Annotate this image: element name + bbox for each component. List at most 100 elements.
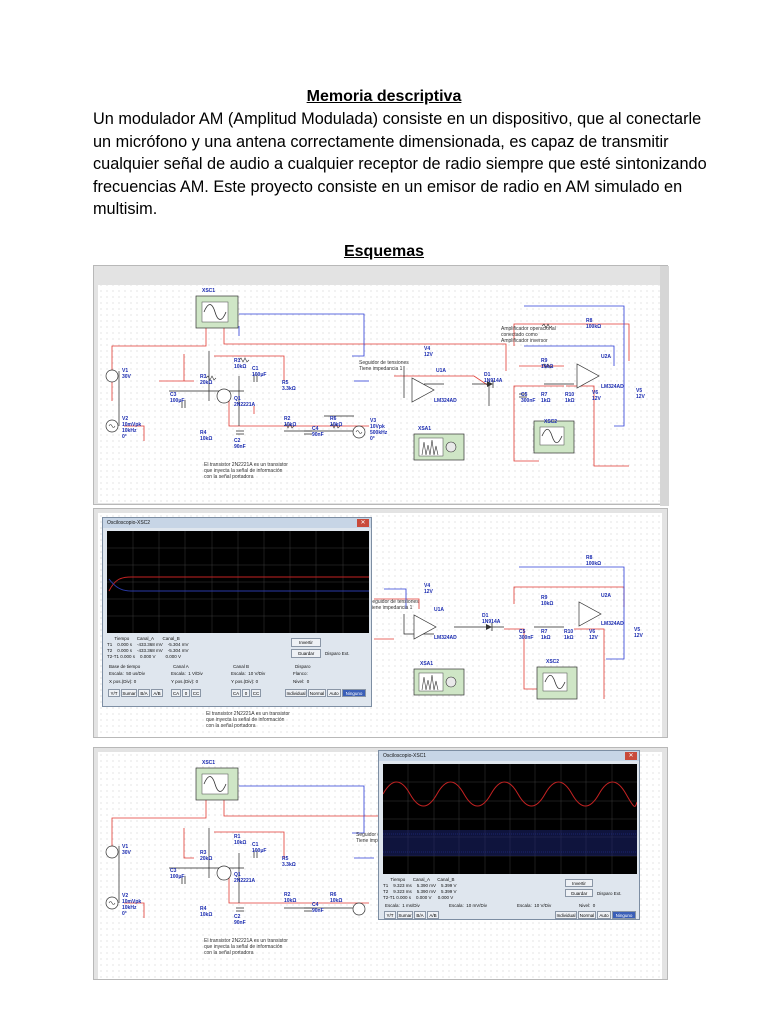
trig-individual-button-xsc1[interactable]: Individual: [555, 911, 577, 919]
invertir-button[interactable]: Invertir: [291, 638, 321, 647]
label-c4-3: C4 90nF: [312, 902, 324, 914]
label-r2-3: R2 10kΩ: [284, 892, 297, 904]
canal-b-0-button[interactable]: 0: [242, 689, 250, 697]
readout-t2-xsc1: T2 9.323 ms 5.390 mV 5.399 V: [383, 889, 457, 894]
canal-a-0-button[interactable]: 0: [182, 689, 190, 697]
invertir-button-xsc1[interactable]: Invertir: [565, 879, 593, 887]
label-r9-2: R9 10kΩ: [541, 595, 554, 607]
canal-b-cc-button[interactable]: CC: [251, 689, 261, 697]
label-r3-3: R3 20kΩ: [200, 850, 213, 862]
escala-tiempo[interactable]: Escala: 50 us/Div: [109, 671, 146, 676]
label-r5: R5 3.3kΩ: [282, 380, 296, 392]
mode-ab-button[interactable]: A/B: [151, 689, 163, 697]
trig-normal-button-xsc1[interactable]: Normal: [578, 911, 596, 919]
mode-sumar-button-xsc1[interactable]: Sumar: [397, 911, 413, 919]
label-u2a-2: U2A: [601, 593, 612, 599]
label-d1-2: D1 1N914A: [482, 613, 501, 625]
trig-auto-button[interactable]: Auto: [327, 689, 341, 697]
label-lm324-3: LM324AD: [434, 635, 457, 641]
label-c1: C1 100μF: [252, 366, 267, 378]
mode-ab-button-xsc1[interactable]: A/B: [427, 911, 439, 919]
mode-yt-button[interactable]: Y/T: [108, 689, 120, 697]
readout-t1-xsc1: T1 9.323 ms 5.390 mV 5.399 V: [383, 883, 457, 888]
guardar-button[interactable]: Guardar: [291, 649, 321, 658]
schematic-screenshot-3: XSC1 V1 30V V2 10mVpk 10kHz 0° R1 10kΩ R…: [93, 747, 668, 980]
label-r1: R1 10kΩ: [234, 358, 247, 370]
label-xsc2-2: XSC2: [546, 659, 560, 665]
mode-ba-button-xsc1[interactable]: B/A: [414, 911, 426, 919]
label-xsc1: XSC1: [202, 288, 216, 294]
mode-ba-button[interactable]: B/A: [138, 689, 150, 697]
label-r6: R6 10kΩ: [330, 416, 343, 428]
label-lm324-1: LM324AD: [434, 398, 457, 404]
oscilloscope-screen: [107, 531, 369, 633]
escala-b-xsc1[interactable]: Escala: 10 V/Div: [517, 903, 552, 908]
note-seguidor: Seguidor de tensiones Tiene impedancia 1: [359, 360, 409, 372]
trig-normal-button[interactable]: Normal: [308, 689, 326, 697]
escala-a-xsc1[interactable]: Escala: 10 mV/Div: [449, 903, 488, 908]
label-v1-3: V1 30V: [122, 844, 131, 856]
nivel[interactable]: Nivel: 0: [293, 679, 310, 684]
trig-ninguno-button-xsc1[interactable]: Ninguno: [612, 911, 636, 919]
description-paragraph: Un modulador AM (Amplitud Modulada) cons…: [93, 110, 707, 219]
label-r6-3: R6 10kΩ: [330, 892, 343, 904]
oscilloscope-traces: [107, 531, 369, 633]
readout-t2: T2 0.000 s -433.368 mV -5.304 mV: [107, 648, 189, 653]
x-pos[interactable]: X pos.(Div): 0: [109, 679, 137, 684]
y-pos-b[interactable]: Y pos.(Div): 0: [231, 679, 259, 684]
label-v6: V6 12V: [592, 390, 601, 402]
label-u1a-2: U1A: [434, 607, 445, 613]
label-r4: R4 10kΩ: [200, 430, 213, 442]
label-c5: C5 300nF: [521, 392, 536, 404]
label-u2a: U2A: [601, 354, 612, 360]
label-q1: Q1 2N2221A: [234, 396, 256, 408]
canal-b-ca-button[interactable]: CA: [231, 689, 241, 697]
close-icon[interactable]: ✕: [625, 752, 637, 760]
oscilloscope-traces-xsc1: [383, 764, 637, 874]
escala-canal-b[interactable]: Escala: 10 V/Div: [231, 671, 266, 676]
guardar-button-xsc1[interactable]: Guardar: [565, 889, 593, 897]
document-title: Memoria descriptiva: [306, 88, 462, 105]
label-r8: R8 100kΩ: [586, 318, 602, 330]
label-xsc1-3: XSC1: [202, 760, 216, 766]
mode-sumar-button[interactable]: Sumar: [121, 689, 137, 697]
nivel-xsc1[interactable]: Nivel: 0: [579, 903, 596, 908]
mode-yt-button-xsc1[interactable]: Y/T: [384, 911, 396, 919]
label-r10-2: R10 1kΩ: [564, 629, 574, 641]
label-c4: C4 90nF: [312, 426, 324, 438]
trig-ninguno-button[interactable]: Ninguno: [342, 689, 366, 697]
label-d1: D1 1N914A: [484, 372, 503, 384]
close-icon[interactable]: ✕: [357, 519, 369, 527]
section-heading: Esquemas: [343, 243, 425, 260]
label-xsc2: XSC2: [544, 419, 558, 425]
label-lm324-4: LM324AD: [601, 621, 624, 627]
note-transistor: El transistor 2N2221A es un transistor q…: [204, 462, 288, 480]
escala-canal-a[interactable]: Escala: 1 V/Div: [171, 671, 203, 676]
label-c5-2: C5 300nF: [519, 629, 534, 641]
base-tiempo-xsc1[interactable]: Escala: 1 ms/Div: [385, 903, 420, 908]
canal-a-label: Canal A: [173, 664, 189, 669]
y-pos-a[interactable]: Y pos.(Div): 0: [171, 679, 199, 684]
label-c2: C2 90nF: [234, 438, 246, 450]
canal-a-ca-button[interactable]: CA: [171, 689, 181, 697]
label-lm324-2: LM324AD: [601, 384, 624, 390]
disparo-label: Disparo: [295, 664, 311, 669]
label-v1: V1 30V: [122, 368, 131, 380]
label-v4-2: V4 12V: [424, 583, 433, 595]
trig-individual-button[interactable]: Individual: [285, 689, 307, 697]
disparo-ext-label: Disparo Ext.: [325, 651, 350, 656]
label-v2: V2 10mVpk 10kHz 0°: [122, 416, 142, 440]
trig-auto-button-xsc1[interactable]: Auto: [597, 911, 611, 919]
oscilloscope-window-xsc1[interactable]: Osciloscopio-XSC1 ✕ Tiempo Canal_A: [378, 750, 640, 920]
label-c3: C3 100μF: [170, 392, 185, 404]
label-xsa1-2: XSA1: [420, 661, 434, 667]
label-v4: V4 12V: [424, 346, 433, 358]
label-c1-3: C1 100μF: [252, 842, 267, 854]
label-r9: R9 10kΩ: [541, 358, 554, 370]
label-r2: R2 10kΩ: [284, 416, 297, 428]
oscilloscope-window-xsc2[interactable]: Osciloscopio-XSC2 ✕ Tiempo Canal_A Canal…: [102, 517, 372, 707]
canal-a-cc-button[interactable]: CC: [191, 689, 201, 697]
label-r7: R7 1kΩ: [541, 392, 551, 404]
label-xsa1: XSA1: [418, 426, 432, 432]
readout-header-xsc1: Tiempo Canal_A Canal_B: [383, 877, 455, 882]
